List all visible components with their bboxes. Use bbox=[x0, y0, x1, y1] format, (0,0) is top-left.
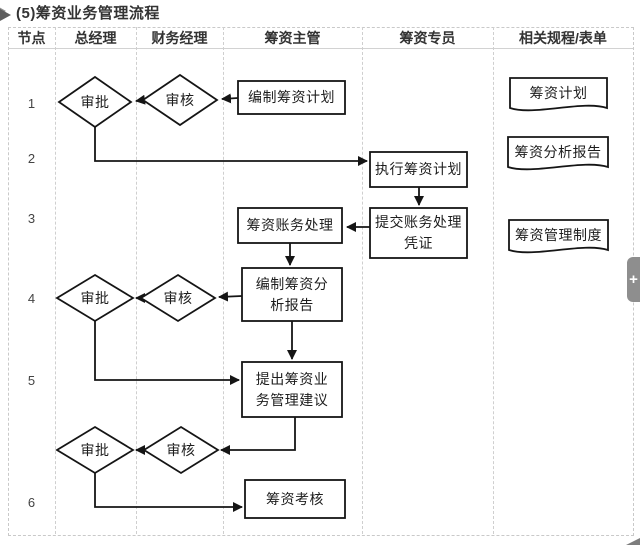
review-diamond-3 bbox=[142, 425, 220, 475]
box-financing-assessment-label: 筹资考核 bbox=[266, 490, 324, 507]
title-row: (5)筹资业务管理流程 bbox=[0, 2, 160, 22]
connector-approve3-to-assess bbox=[94, 473, 243, 512]
column-separator bbox=[55, 27, 56, 534]
approve-diamond-2 bbox=[55, 273, 135, 323]
box-submit-vouchers bbox=[369, 207, 468, 259]
header-underline bbox=[8, 48, 633, 49]
box-make-financing-plan-label: 编制筹资计划 bbox=[248, 89, 335, 105]
scrollbar-corner[interactable] bbox=[624, 538, 640, 545]
connector-approve2-to-proposal bbox=[94, 321, 240, 385]
connector-proposal-to-review3 bbox=[220, 417, 296, 455]
column-header-specialist: 筹资专员 bbox=[399, 30, 456, 46]
column-separator bbox=[223, 27, 224, 534]
expand-plus-button[interactable]: + bbox=[627, 257, 640, 302]
review-diamond-2-label: 审核 bbox=[163, 289, 193, 306]
column-header-gm: 总经理 bbox=[74, 30, 117, 46]
review-diamond-2 bbox=[139, 273, 217, 323]
column-header-supervisor: 筹资主管 bbox=[264, 30, 321, 46]
document-financing-plan-label: 筹资计划 bbox=[529, 84, 588, 101]
document-analysis-report-label: 筹资分析报告 bbox=[514, 143, 602, 160]
node-number-6: 6 bbox=[27, 494, 36, 510]
review-diamond-1 bbox=[141, 73, 219, 127]
column-header-finance-mgr: 财务经理 bbox=[151, 30, 208, 46]
document-management-rules-label: 筹资管理制度 bbox=[515, 226, 602, 243]
review-diamond-3-label: 审核 bbox=[166, 441, 196, 458]
connector-plan-to-review1 bbox=[221, 93, 239, 104]
box-financing-accounting bbox=[237, 207, 343, 244]
approve-diamond-1 bbox=[57, 75, 133, 129]
document-management-rules bbox=[508, 219, 609, 254]
column-separator bbox=[362, 27, 363, 534]
node-number-1: 1 bbox=[27, 95, 36, 111]
review-diamond-1-label: 审核 bbox=[165, 91, 195, 108]
column-header-docs: 相关规程/表单 bbox=[519, 30, 607, 46]
box-execute-financing-plan-label: 执行筹资计划 bbox=[375, 161, 462, 177]
box-execute-financing-plan bbox=[369, 151, 468, 188]
document-financing-plan bbox=[509, 77, 608, 112]
node-number-3: 3 bbox=[27, 210, 36, 226]
column-header-node: 节点 bbox=[17, 30, 46, 46]
approve-diamond-3-label: 审批 bbox=[80, 441, 110, 458]
node-number-5: 5 bbox=[27, 372, 36, 388]
box-management-proposal bbox=[241, 361, 343, 418]
approve-diamond-2-label: 审批 bbox=[80, 289, 110, 306]
node-number-4: 4 bbox=[27, 290, 36, 306]
document-analysis-report bbox=[507, 136, 609, 171]
box-analysis-report bbox=[241, 267, 343, 322]
column-separator bbox=[136, 27, 137, 534]
box-management-proposal-label: 提出筹资业 务管理建议 bbox=[255, 370, 329, 408]
connector-approve1-to-execute bbox=[94, 127, 368, 166]
node-number-2: 2 bbox=[27, 150, 36, 166]
page-title: (5)筹资业务管理流程 bbox=[16, 4, 160, 22]
box-analysis-report-label: 编制筹资分 析报告 bbox=[255, 275, 329, 313]
box-financing-assessment bbox=[244, 479, 346, 519]
connector-report-to-review2 bbox=[218, 291, 243, 302]
column-separator bbox=[493, 27, 494, 534]
box-make-financing-plan bbox=[237, 80, 346, 115]
box-financing-accounting-label: 筹资账务处理 bbox=[246, 217, 334, 233]
box-submit-vouchers-label: 提交账务处理 凭证 bbox=[375, 214, 462, 251]
approve-diamond-1-label: 审批 bbox=[80, 93, 110, 110]
diamond-bullet-icon bbox=[0, 7, 11, 21]
approve-diamond-3 bbox=[55, 425, 135, 475]
